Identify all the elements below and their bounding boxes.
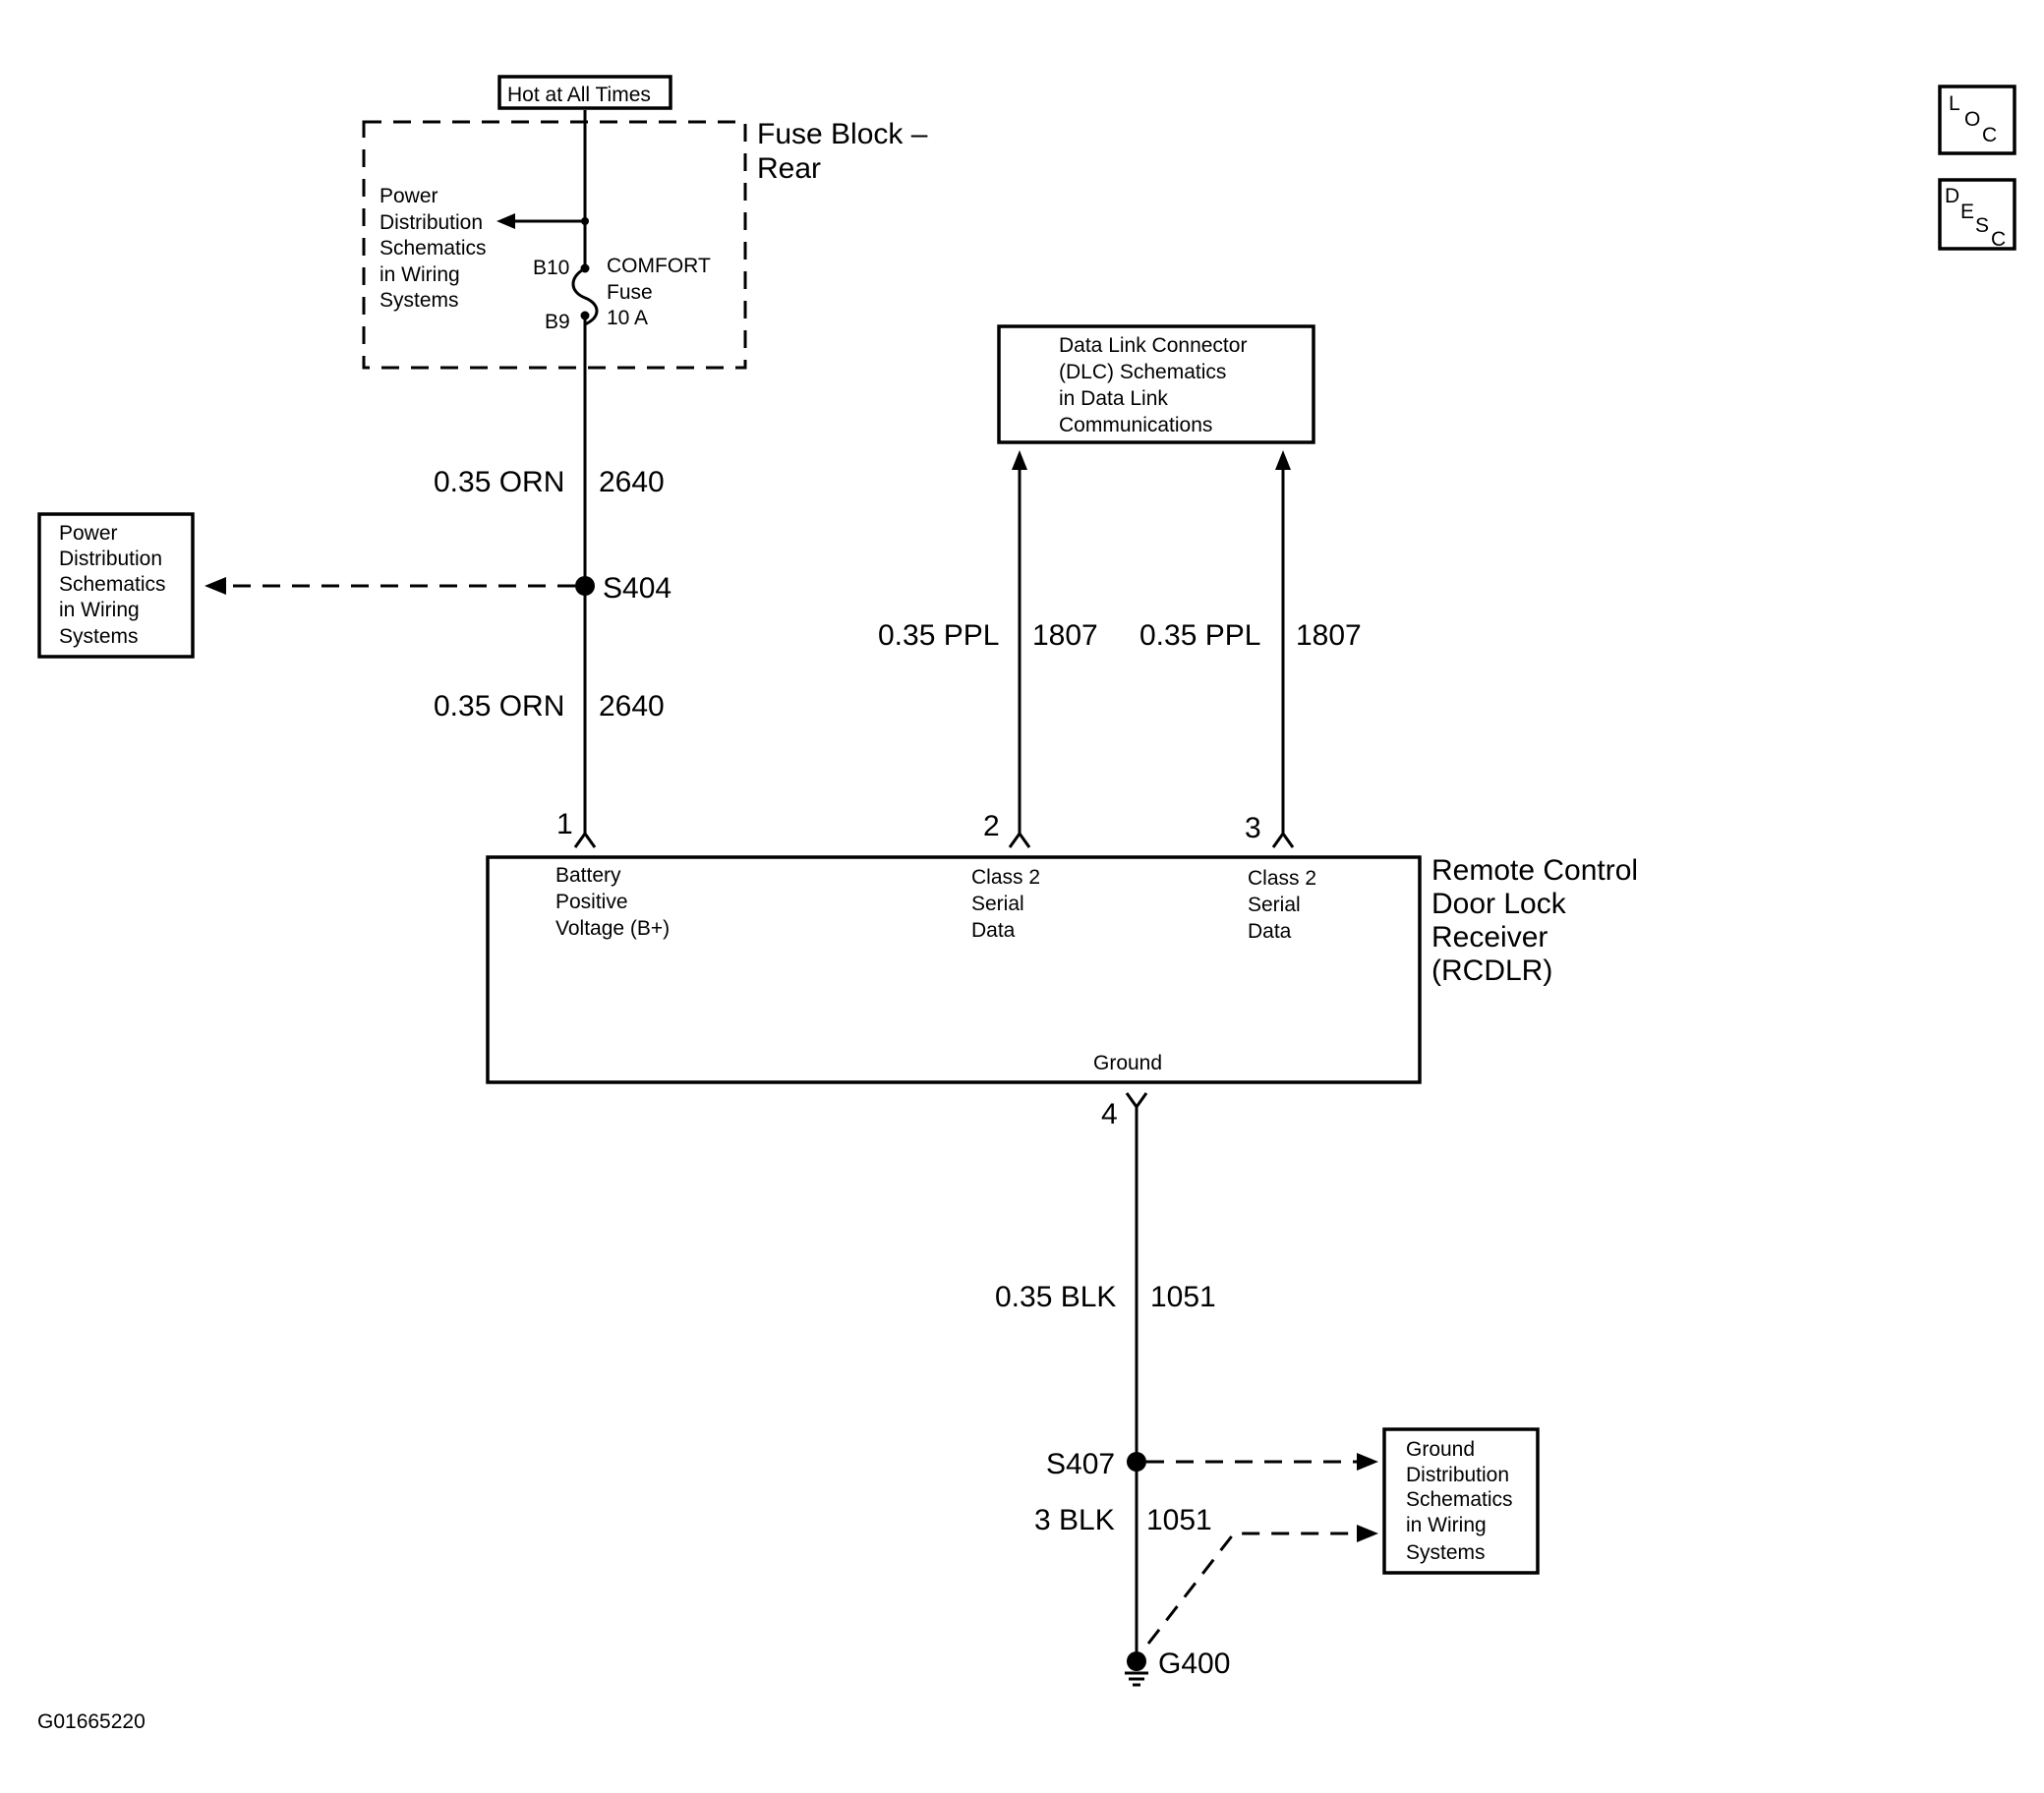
loc-letter-1: L [1949, 92, 1960, 115]
fuse-ref-line-5: Systems [380, 289, 459, 312]
module-name-line-4: (RCDLR) [1431, 954, 1552, 987]
ground-ref-line-3: Schematics [1406, 1488, 1513, 1511]
left-ref-line-1: Power [59, 522, 118, 545]
fuse-branch-arrow-icon [496, 213, 515, 229]
splice-s407-label: S407 [1046, 1448, 1115, 1480]
wire-label-power-upper-gauge: 0.35 ORN [434, 466, 564, 498]
fuse-ref-line-1: Power [380, 185, 438, 207]
data-wire-pin3-arrow-icon [1275, 450, 1291, 470]
loc-icon[interactable]: L O C [1938, 85, 2016, 155]
wire-label-power-lower-circuit: 2640 [599, 690, 665, 723]
g400-ref-arrow-icon [1357, 1525, 1378, 1542]
wire-label-power-upper-circuit: 2640 [599, 466, 665, 498]
wire-label-pin2-circuit: 1807 [1032, 619, 1098, 652]
fuse-ref-line-2: Distribution [380, 211, 483, 234]
left-ref-line-4: in Wiring [59, 599, 140, 621]
wire-label-pin3-circuit: 1807 [1296, 619, 1362, 652]
fuse-ref-line-3: Schematics [380, 237, 487, 260]
fuse-block-title-2: Rear [757, 152, 821, 185]
pin1-desc-line-1: Battery [555, 864, 621, 887]
left-ref-line-3: Schematics [59, 573, 166, 596]
desc-letter-1: D [1945, 185, 1959, 207]
ground-ref-line-4: in Wiring [1406, 1514, 1487, 1536]
pin1-desc-line-2: Positive [555, 891, 628, 913]
pin2-number: 2 [983, 810, 1000, 842]
fuse-block-ref-text: Power Distribution Schematics in Wiring … [380, 185, 487, 312]
pin3-desc-line-3: Data [1248, 920, 1292, 943]
module-name-line-2: Door Lock [1431, 888, 1567, 920]
ground-g400-node [1127, 1651, 1146, 1671]
ground-ref-line-5: Systems [1406, 1541, 1486, 1564]
loc-letter-2: O [1964, 108, 1980, 131]
wire-label-ground-upper-gauge: 0.35 BLK [995, 1281, 1116, 1313]
s407-ref-arrow-icon [1357, 1453, 1378, 1471]
wire-label-ground-upper-circuit: 1051 [1150, 1281, 1216, 1313]
wire-label-ground-lower-gauge: 3 BLK [1034, 1504, 1115, 1536]
ground-g400-label: G400 [1158, 1648, 1230, 1680]
ground-ref-line-1: Ground [1406, 1438, 1475, 1461]
desc-letter-4: C [1991, 228, 2006, 251]
fuse-name-2: Fuse [607, 281, 653, 304]
pin2-desc-line-1: Class 2 [971, 866, 1040, 889]
ground-icon [1125, 1671, 1148, 1687]
fuse-icon [571, 266, 599, 326]
wire-label-power-lower-gauge: 0.35 ORN [434, 690, 564, 723]
data-wire-pin2-arrow-icon [1012, 450, 1027, 470]
fuse-pin-b10: B10 [533, 257, 569, 279]
dlc-ref-box[interactable]: Data Link Connector (DLC) Schematics in … [997, 324, 1315, 444]
s404-ref-arrow-icon [204, 577, 226, 595]
ground-ref-box[interactable]: Ground Distribution Schematics in Wiring… [1382, 1427, 1540, 1575]
splice-s407-node [1127, 1452, 1146, 1472]
loc-letter-3: C [1982, 124, 1997, 146]
desc-letter-2: E [1960, 201, 1974, 223]
pin4-connector-icon [1125, 1092, 1148, 1110]
pin3-number: 3 [1245, 812, 1261, 844]
pin3-desc-line-2: Serial [1248, 894, 1301, 916]
desc-letter-3: S [1975, 214, 1989, 237]
splice-s404-label: S404 [603, 572, 672, 605]
pin2-connector-icon [1008, 831, 1031, 848]
power-source: Hot at All Times [497, 75, 672, 110]
module-name-line-1: Remote Control [1431, 854, 1638, 887]
pin1-desc-line-3: Voltage (B+) [555, 917, 670, 940]
fuse-ref-line-4: in Wiring [380, 263, 460, 286]
dlc-ref-line-4: Communications [1059, 414, 1212, 436]
pin3-connector-icon [1271, 831, 1295, 848]
fuse-block-title-1: Fuse Block – [757, 118, 928, 150]
left-ref-box[interactable]: Power Distribution Schematics in Wiring … [37, 512, 195, 659]
rcdlr-module: Battery Positive Voltage (B+) Class 2 Se… [486, 854, 1638, 1084]
dlc-ref-line-1: Data Link Connector [1059, 334, 1247, 357]
pin4-desc-line-1: Ground [1093, 1052, 1162, 1074]
pin1-number: 1 [556, 808, 573, 840]
power-source-label: Hot at All Times [507, 84, 651, 106]
wire-label-ground-lower-circuit: 1051 [1146, 1504, 1212, 1536]
left-ref-line-2: Distribution [59, 548, 162, 570]
dlc-ref-line-3: in Data Link [1059, 387, 1168, 410]
wire-label-pin2-gauge: 0.35 PPL [878, 619, 999, 652]
fuse-name-3: 10 A [607, 307, 648, 329]
pin3-desc-line-1: Class 2 [1248, 867, 1316, 890]
fuse-pin-b9: B9 [545, 311, 570, 333]
g400-ref-dashed-line [1146, 1532, 1359, 1645]
fuse-name-1: COMFORT [607, 255, 711, 277]
fuse-block: Fuse Block – Rear Power Distribution Sch… [362, 118, 928, 370]
module-name-line-3: Receiver [1431, 921, 1548, 954]
pin2-desc-line-2: Serial [971, 893, 1024, 915]
left-ref-line-5: Systems [59, 625, 139, 648]
pin2-desc-line-3: Data [971, 919, 1016, 942]
pin1-connector-icon [573, 831, 597, 848]
dlc-ref-line-2: (DLC) Schematics [1059, 361, 1226, 383]
pin4-number: 4 [1101, 1098, 1118, 1130]
desc-icon[interactable]: D E S C [1938, 178, 2016, 251]
diagram-id: G01665220 [37, 1710, 146, 1733]
wire-label-pin3-gauge: 0.35 PPL [1139, 619, 1260, 652]
ground-ref-line-2: Distribution [1406, 1464, 1509, 1486]
splice-s404-node [575, 576, 595, 596]
